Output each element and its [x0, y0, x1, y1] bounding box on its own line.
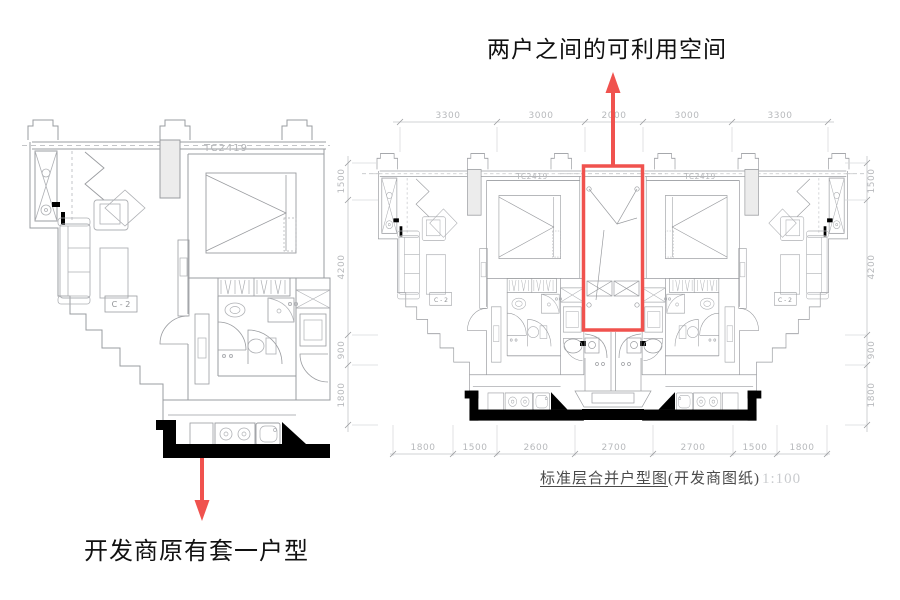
left-plan-unit-code: TC2419: [203, 143, 248, 154]
drawing-caption: 标准层合并户型图(开发商图纸)1:100: [540, 467, 801, 488]
svg-text:1500: 1500: [337, 169, 347, 194]
svg-text:3300: 3300: [436, 111, 461, 121]
svg-text:1800: 1800: [411, 443, 436, 453]
gap-annotation-label: 两户之间的可利用空间: [487, 37, 727, 62]
right-floor-plan: 3300 3000 2000 3000 3300 1800 1500 2600 …: [337, 111, 877, 458]
original-unit-annotation-label: 开发商原有套一户型: [84, 539, 309, 565]
svg-text:2600: 2600: [524, 443, 549, 453]
caption-scale: 1:100: [762, 471, 802, 487]
svg-text:900: 900: [867, 341, 877, 360]
left-floor-plan: TC2419 C - 2: [22, 120, 330, 458]
svg-text:3300: 3300: [768, 111, 793, 121]
right-plan-room-code-left: C - 2: [434, 297, 448, 304]
svg-text:1800: 1800: [790, 443, 815, 453]
svg-text:3000: 3000: [529, 111, 554, 121]
svg-text:1800: 1800: [337, 383, 347, 408]
svg-text:2700: 2700: [602, 443, 627, 453]
dimension-labels: 3300 3000 2000 3000 3300 1800 1500 2600 …: [337, 111, 877, 453]
caption-title: 标准层合并户型图: [540, 471, 669, 487]
central-gap-space: [563, 177, 663, 420]
svg-text:1500: 1500: [743, 443, 768, 453]
left-plan-room-code: C - 2: [112, 300, 131, 309]
right-plan-room-code-right: C - 2: [778, 297, 792, 304]
svg-text:900: 900: [337, 341, 347, 360]
svg-text:3000: 3000: [675, 111, 700, 121]
gap-highlight-rect: [581, 164, 645, 332]
down-arrow: [194, 458, 210, 521]
caption-suffix: (开发商图纸): [668, 471, 761, 487]
svg-text:1500: 1500: [867, 169, 877, 194]
svg-text:2700: 2700: [681, 443, 706, 453]
right-plan-unit-code-right: TC2419: [683, 172, 715, 181]
right-plan-unit-code-left: TC2419: [515, 172, 547, 181]
svg-text:1800: 1800: [867, 383, 877, 408]
svg-text:4200: 4200: [337, 255, 347, 280]
svg-text:1500: 1500: [463, 443, 488, 453]
svg-text:4200: 4200: [867, 255, 877, 280]
up-arrow: [605, 72, 621, 166]
